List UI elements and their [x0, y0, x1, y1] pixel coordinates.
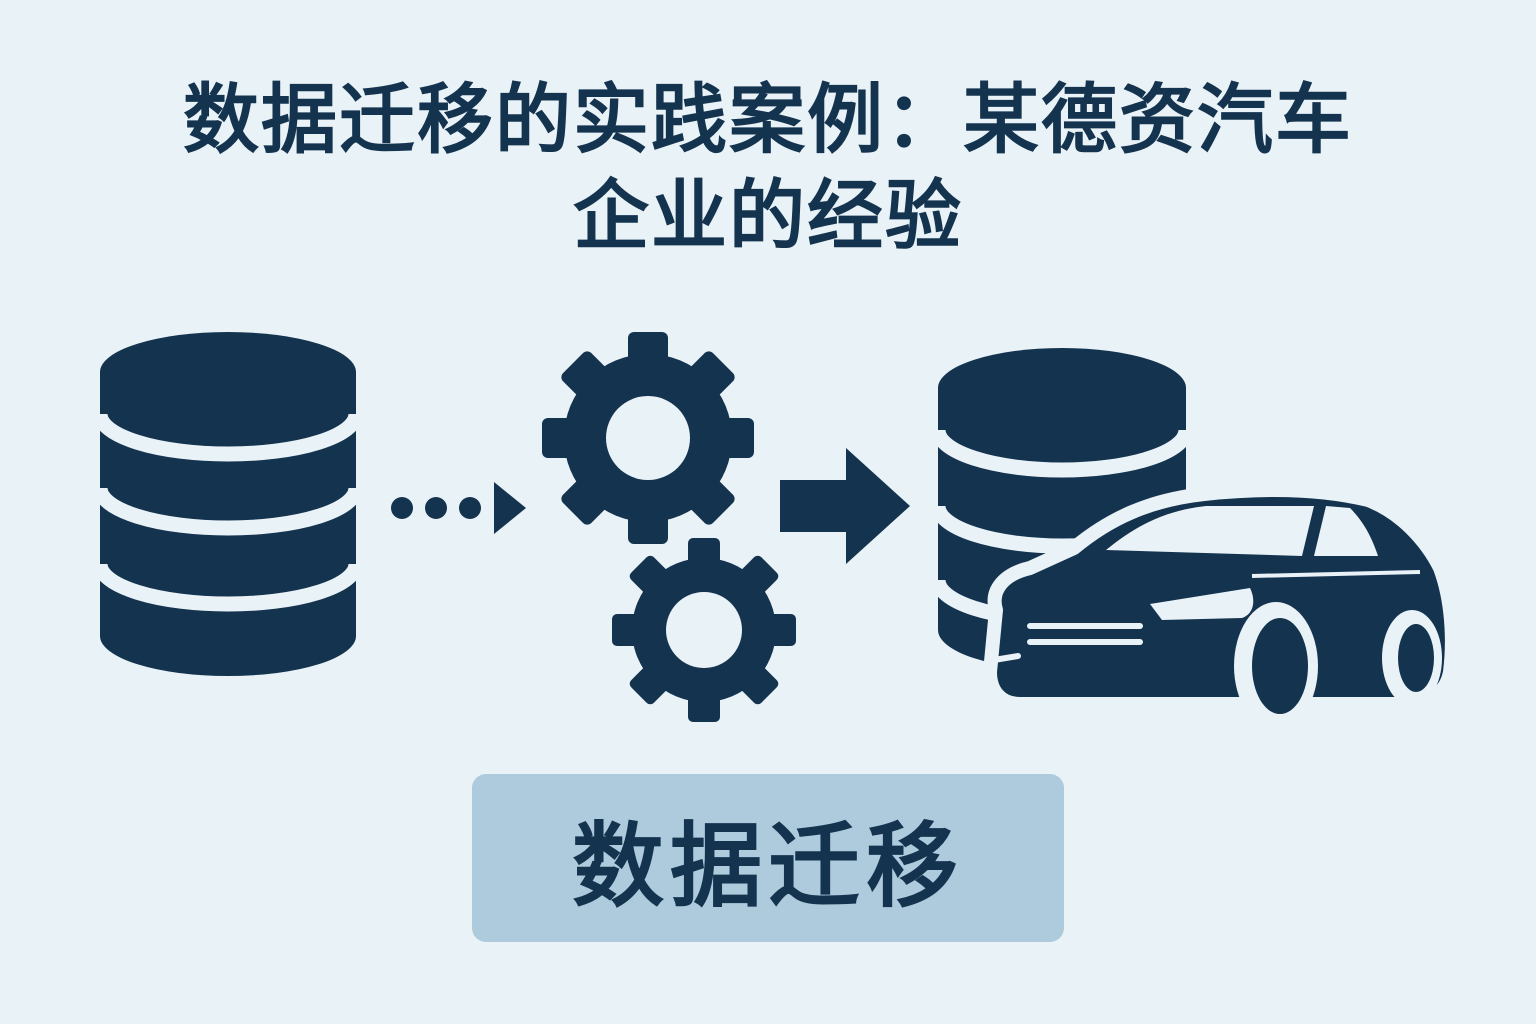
wheel-icon: [1382, 610, 1442, 706]
car-window-icon: [1314, 506, 1378, 556]
dotted-arrow-icon: [391, 482, 526, 534]
gears-icon: [542, 332, 796, 722]
page-title: 数据迁移的实践案例：某德资汽车 企业的经验: [0, 72, 1536, 264]
small-gear-icon: [612, 538, 796, 722]
grille-icon: [1027, 623, 1143, 645]
title-line-2: 企业的经验: [573, 171, 963, 260]
car-window-icon: [1106, 506, 1314, 556]
headlight-icon: [1150, 588, 1254, 620]
car-icon: [983, 483, 1459, 730]
wheel-icon: [1234, 602, 1318, 730]
title-line-1: 数据迁移的实践案例：某德资汽车: [183, 75, 1353, 164]
arrow-right-icon: [780, 448, 910, 564]
migration-label: 数据迁移: [472, 774, 1064, 942]
large-gear-icon: [542, 332, 754, 544]
migration-label-text: 数据迁移: [571, 812, 964, 920]
source-database-icon: [92, 332, 364, 676]
